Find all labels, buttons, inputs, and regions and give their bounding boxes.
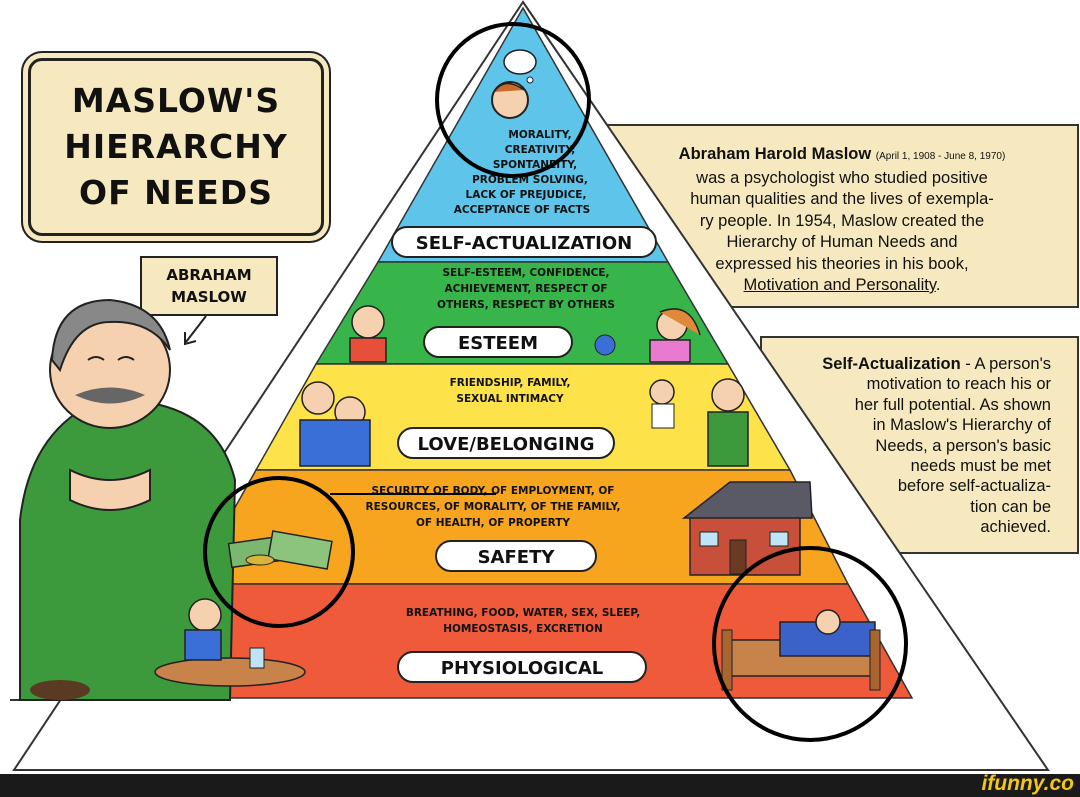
watermark-logo: ifunny.co [981,772,1074,795]
note-line: before self-actualiza- [897,477,1051,496]
bio-line: Hierarchy of Human Needs and [726,233,958,251]
pointer-arrow-icon [184,315,207,346]
annotation-circle-bed [712,546,908,742]
thinker-figure [491,49,537,119]
svg-text:ESTEEM: ESTEEM [458,333,538,354]
esteem-line-2: OTHERS, RESPECT BY OTHERS [437,299,615,311]
bio-line: ry people. In 1954, Maslow created the [699,211,985,230]
note-line: in Maslow's Hierarchy of [872,416,1051,435]
svg-text:PHYSIOLOGICAL: PHYSIOLOGICAL [441,658,603,679]
annotation-circle-top [435,22,591,178]
note-line: achieved. [980,518,1051,537]
safety-line-0: SECURITY OF BODY, OF EMPLOYMENT, OF [372,485,615,497]
house [681,481,813,576]
title-line-1: MASLOW'S [71,81,281,120]
person-label-box: ABRAHAM MASLOW [140,256,278,316]
annotation-circle-money [203,476,355,628]
bio-dates: (April 1, 1908 - June 8, 1970) [875,151,1006,162]
safety-line-1: RESOURCES, OF MORALITY, OF THE FAMILY, [366,501,621,513]
title-box: MASLOW'S HIERARCHY OF NEEDS [28,58,324,236]
maslow-figure [19,298,237,701]
sa-line-1: CREATIVITY, [505,144,575,156]
love-line-1: SEXUAL INTIMACY [456,393,564,405]
safety-line-2: OF HEALTH, OF PROPERTY [416,517,570,529]
note-line: tion can be [970,497,1051,516]
title-line-2: HIERARCHY [64,127,288,166]
title-line-3: OF NEEDS [79,173,273,212]
bio-line: human qualities and the lives of exempla… [690,190,994,208]
physio-line-1: HOMEOSTASIS, EXCRETION [443,623,603,635]
pyramid-diagram: MORALITY, CREATIVITY, SPONTANEITY, PROBL… [10,0,1050,771]
svg-text:SELF-ACTUALIZATION: SELF-ACTUALIZATION [416,233,632,254]
money-pile [227,530,333,570]
person-label-line-1: ABRAHAM [166,266,252,284]
physio-line-0: BREATHING, FOOD, WATER, SEX, SLEEP, [406,607,640,619]
love-line-0: FRIENDSHIP, FAMILY, [450,377,571,389]
note-line: motivation to reach his or [866,375,1051,394]
label-esteem: ESTEEM [423,326,573,358]
sa-line-5: ACCEPTANCE OF FACTS [454,204,590,216]
note-line: her full potential. As shown [854,395,1051,414]
esteem-line-0: SELF-ESTEEM, CONFIDENCE, [442,267,609,279]
eating-boy [154,598,306,687]
bio-line: was a psychologist who studied positive [696,168,988,187]
esteem-line-1: ACHIEVEMENT, RESPECT OF [444,283,607,295]
bio-book-title: Motivation and Personality [743,276,936,294]
sa-line-2: SPONTANEITY, [493,159,577,171]
bio-line: expressed his theories in his book, [715,254,969,273]
person-label-line-2: MASLOW [171,288,247,306]
sa-line-4: LACK OF PREJUDICE, [466,189,587,201]
footer-bar [0,774,1080,797]
label-self-actualization: SELF-ACTUALIZATION [391,226,657,258]
label-physiological: PHYSIOLOGICAL [397,651,647,683]
note-line: - A person's [960,355,1051,373]
esteem-characters [349,305,701,363]
label-safety: SAFETY [435,540,597,572]
svg-text:LOVE/BELONGING: LOVE/BELONGING [418,434,595,455]
bio-name: Abraham Harold Maslow [678,145,872,163]
bio-book-suffix: . [935,276,941,294]
label-love-belonging: LOVE/BELONGING [397,427,615,459]
note-line: needs must be met [910,457,1051,476]
svg-text:SAFETY: SAFETY [478,547,556,568]
sa-line-0: MORALITY, [508,129,571,141]
sleeping-bed [721,609,881,691]
note-line: Needs, a person's basic [875,436,1051,455]
note-term: Self-Actualization [822,355,961,373]
love-characters [299,378,749,467]
bio-panel: Abraham Harold Maslow (April 1, 1908 - J… [605,124,1079,308]
